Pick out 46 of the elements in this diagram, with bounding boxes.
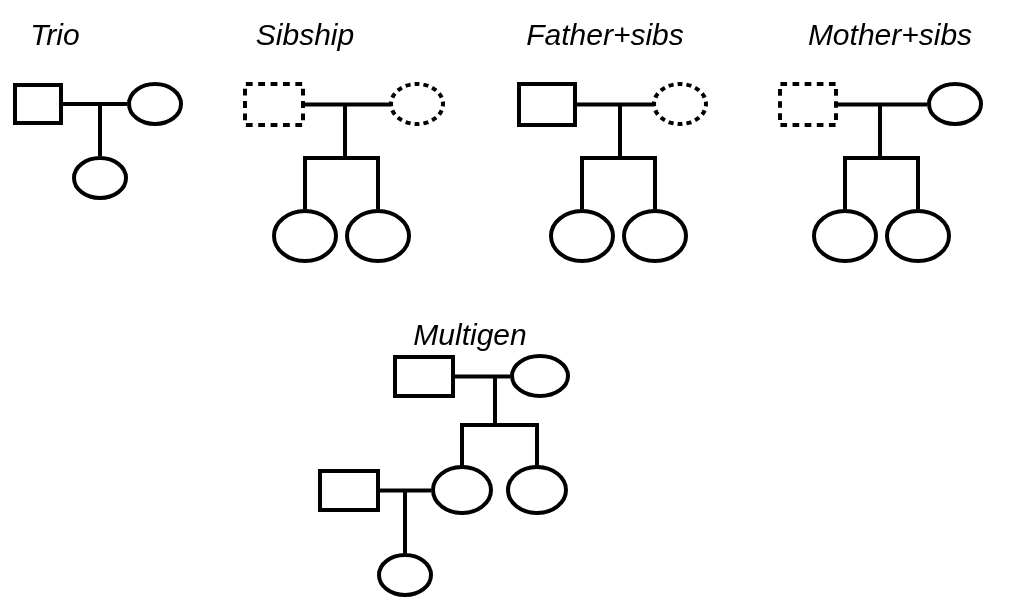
pedigree-line: [880, 156, 920, 209]
pedigree-line: [620, 156, 657, 209]
pedigree-line: [493, 376, 497, 425]
pedigree-line: [455, 374, 510, 379]
female-circle: [812, 209, 878, 263]
pedigree-line: [63, 102, 127, 106]
dashed-female-circle: [652, 82, 708, 126]
pedigree-line: [878, 104, 882, 158]
female-circle: [927, 82, 983, 126]
pedigree-line: [495, 423, 539, 465]
pedigree-line: [618, 104, 622, 158]
pedigree-line: [303, 156, 345, 209]
pedigree-line: [460, 423, 495, 465]
pedigree-line: [843, 156, 880, 209]
female-circle: [272, 209, 338, 263]
female-circle: [345, 209, 411, 263]
pedigree-line: [305, 102, 389, 107]
pedigree-line: [343, 104, 347, 158]
pedigree-line: [403, 490, 407, 553]
pedigree-line: [345, 156, 380, 209]
dashed-male-square: [778, 82, 838, 127]
female-circle: [622, 209, 688, 263]
pedigree-line: [380, 488, 431, 493]
female-circle: [127, 82, 183, 126]
female-circle: [377, 553, 433, 597]
pedigree-line: [98, 104, 102, 156]
female-circle: [549, 209, 615, 263]
pedigree-title: Father+sibs: [526, 20, 684, 50]
pedigree-title: Sibship: [255, 20, 355, 50]
male-square: [13, 83, 63, 125]
female-circle: [885, 209, 951, 263]
pedigree-title: Mother+sibs: [807, 20, 973, 50]
dashed-male-square: [243, 82, 305, 127]
pedigree-line: [580, 156, 620, 209]
pedigree-line: [838, 102, 927, 107]
pedigree-title: Multigen: [413, 320, 527, 350]
female-circle: [431, 465, 493, 515]
female-circle: [510, 354, 570, 398]
pedigree-line: [577, 102, 652, 107]
pedigree-title: Trio: [30, 20, 80, 50]
female-circle: [72, 156, 128, 200]
male-square: [393, 355, 455, 398]
dashed-female-circle: [389, 82, 445, 126]
male-square: [517, 82, 577, 127]
female-circle: [506, 465, 568, 515]
male-square: [318, 469, 380, 512]
